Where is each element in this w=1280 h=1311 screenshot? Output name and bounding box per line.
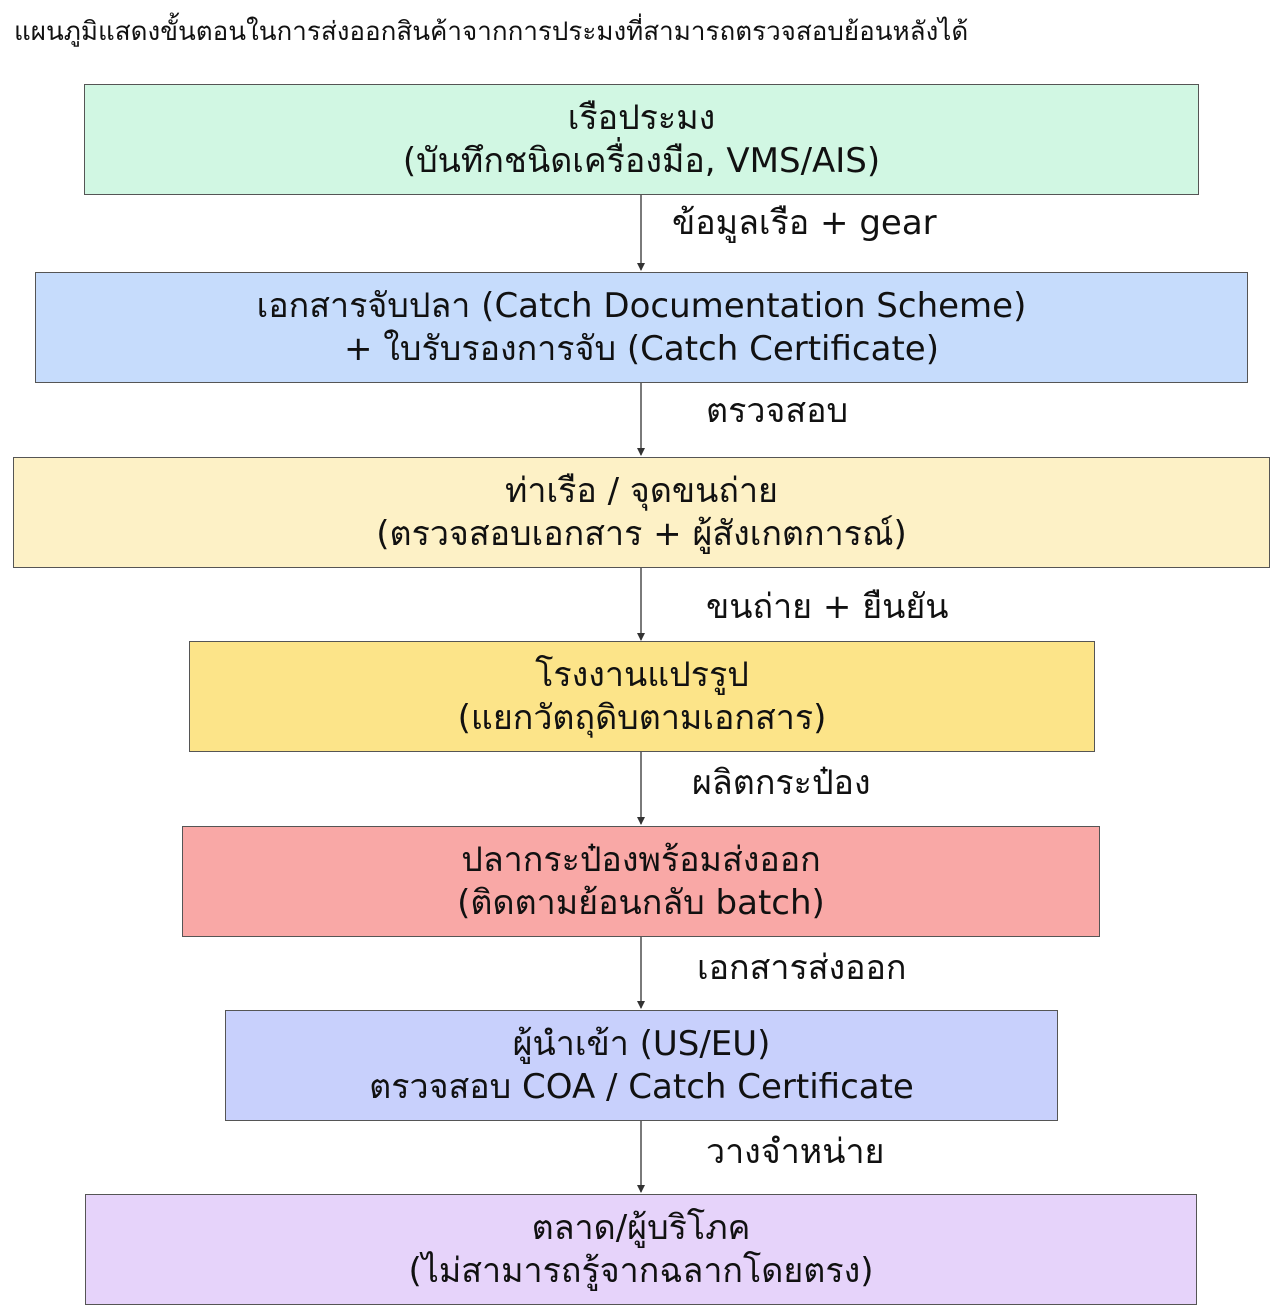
diagram-title: แผนภูมิแสดงขั้นตอนในการส่งออกสินค้าจากกา… [14, 17, 969, 47]
node-market-consumer-title: ตลาด/ผู้บริโภค [531, 1207, 751, 1248]
node-fishing-vessel-detail: (บันทึกชนิดเครื่องมือ, VMS/AIS) [402, 140, 881, 181]
node-processing-plant-title: โรงงานแปรรูป [535, 654, 749, 695]
node-canned-fish-export-detail: (ติดตามย้อนกลับ batch) [457, 882, 825, 923]
node-market-consumer: ตลาด/ผู้บริโภค (ไม่สามารถรู้จากฉลากโดยตร… [85, 1194, 1197, 1305]
edge-label-distribution: วางจำหน่าย [706, 1132, 885, 1172]
node-importer: ผู้นำเข้า (US/EU) ตรวจสอบ COA / Catch Ce… [225, 1010, 1058, 1121]
node-fishing-vessel-title: เรือประมง [567, 97, 716, 138]
node-port-landing-title: ท่าเรือ / จุดขนถ่าย [505, 470, 778, 511]
node-canned-fish-export: ปลากระป๋องพร้อมส่งออก (ติดตามย้อนกลับ ba… [182, 826, 1100, 937]
node-fishing-vessel: เรือประมง (บันทึกชนิดเครื่องมือ, VMS/AIS… [84, 84, 1199, 195]
node-processing-plant: โรงงานแปรรูป (แยกวัตถุดิบตามเอกสาร) [189, 641, 1095, 752]
node-catch-documentation: เอกสารจับปลา (Catch Documentation Scheme… [35, 272, 1248, 383]
node-importer-title: ผู้นำเข้า (US/EU) [512, 1023, 771, 1064]
edge-label-vessel-data: ข้อมูลเรือ + gear [672, 203, 937, 243]
node-catch-documentation-detail: + ใบรับรองการจับ (Catch Certificate) [344, 328, 939, 369]
node-importer-detail: ตรวจสอบ COA / Catch Certificate [369, 1066, 914, 1107]
edge-label-transship-confirm: ขนถ่าย + ยืนยัน [706, 587, 949, 627]
edge-label-inspect: ตรวจสอบ [706, 391, 849, 431]
node-processing-plant-detail: (แยกวัตถุดิบตามเอกสาร) [457, 697, 827, 738]
node-market-consumer-detail: (ไม่สามารถรู้จากฉลากโดยตรง) [408, 1250, 874, 1291]
edge-label-canning: ผลิตกระป๋อง [692, 763, 871, 803]
node-port-landing: ท่าเรือ / จุดขนถ่าย (ตรวจสอบเอกสาร + ผู้… [13, 457, 1270, 568]
node-catch-documentation-title: เอกสารจับปลา (Catch Documentation Scheme… [256, 285, 1027, 326]
node-canned-fish-export-title: ปลากระป๋องพร้อมส่งออก [461, 839, 821, 880]
edge-label-export-documents: เอกสารส่งออก [697, 948, 907, 988]
node-port-landing-detail: (ตรวจสอบเอกสาร + ผู้สังเกตการณ์) [376, 513, 907, 554]
